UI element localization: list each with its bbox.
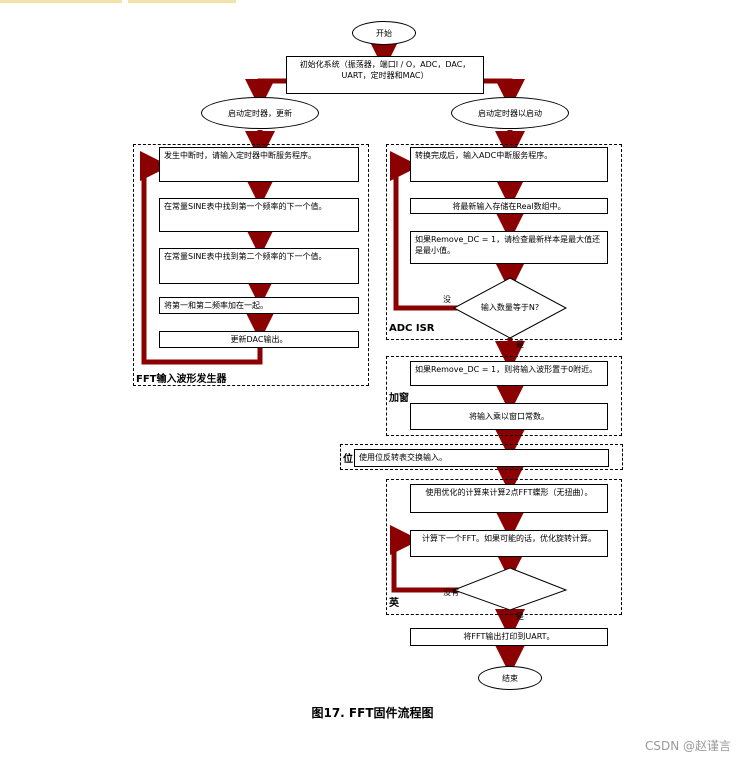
adc-isr-region-label: ADC ISR	[389, 323, 435, 334]
fft-gen-step-3: 在常量SINE表中找到第二个频率的下一个值。	[159, 248, 359, 284]
init-box: 初始化系统（振荡器，端口I / O，ADC，DAC，UART，定时器和MAC）	[286, 56, 484, 94]
output-step: 将FFT输出打印到UART。	[410, 628, 608, 646]
window-region	[386, 356, 622, 436]
top-strip-1	[0, 0, 122, 3]
adc-isr-region	[386, 144, 622, 340]
no-label-fft: 没有	[443, 588, 459, 597]
fft-gen-step-1: 发生中断时，请输入定时器中断服务程序。	[159, 147, 359, 182]
window-step-2: 将输入乘以窗口常数。	[410, 403, 608, 430]
window-region-label: 加窗	[389, 393, 409, 404]
fft-step-1: 使用优化的计算来计算2点FFT蝶形（无扭曲）。	[410, 484, 608, 513]
adc-step-1: 转换完成后，输入ADC中断服务程序。	[410, 147, 608, 182]
end-node: 结束	[478, 666, 542, 690]
fft-region	[386, 479, 622, 615]
fft-gen-step-4: 将第一和第二频率加在一起。	[159, 297, 359, 314]
figure-caption: 图17. FFT固件流程图	[311, 706, 434, 720]
yes-label-adc: 是	[516, 340, 524, 349]
flow-connectors	[140, 40, 568, 675]
yes-label-fft: 是	[516, 612, 524, 621]
fft-gen-step-2: 在常量SINE表中找到第一个频率的下一个值。	[159, 198, 359, 232]
fft-gen-step-5: 更新DAC输出。	[159, 331, 359, 348]
watermark: CSDN @赵谨言	[644, 739, 731, 753]
decision-n-label: 输入数量等于N?	[480, 303, 540, 312]
fft-generator-region-label: FFT输入波形发生器	[136, 374, 227, 385]
adc-step-3: 如果Remove_DC = 1，请检查最新样本是最大值还是最小值。	[410, 231, 608, 264]
bit-reverse-region	[340, 444, 623, 470]
adc-step-2: 将最新输入存储在Real数组中。	[410, 198, 608, 214]
decision-diamond-n	[452, 277, 568, 339]
bitrev-step: 使用位反转表交换输入。	[354, 449, 609, 467]
top-strip-2	[128, 0, 236, 3]
bit-reverse-region-label: 位	[343, 454, 353, 465]
fft-region-label: 英	[389, 598, 399, 609]
fft-step-2: 计算下一个FFT。如果可能的话，优化旋转计算。	[410, 530, 608, 557]
start-node: 开始	[352, 21, 416, 45]
decision-diamond-fft	[452, 567, 568, 611]
timer-start-node: 启动定时器以启动	[451, 97, 569, 129]
no-label-adc: 没	[443, 295, 451, 304]
timer-update-node: 启动定时器，更新	[201, 97, 319, 129]
fft-generator-region	[133, 144, 369, 386]
window-step-1: 如果Remove_DC = 1，则将输入波形置于0附近。	[410, 361, 608, 386]
